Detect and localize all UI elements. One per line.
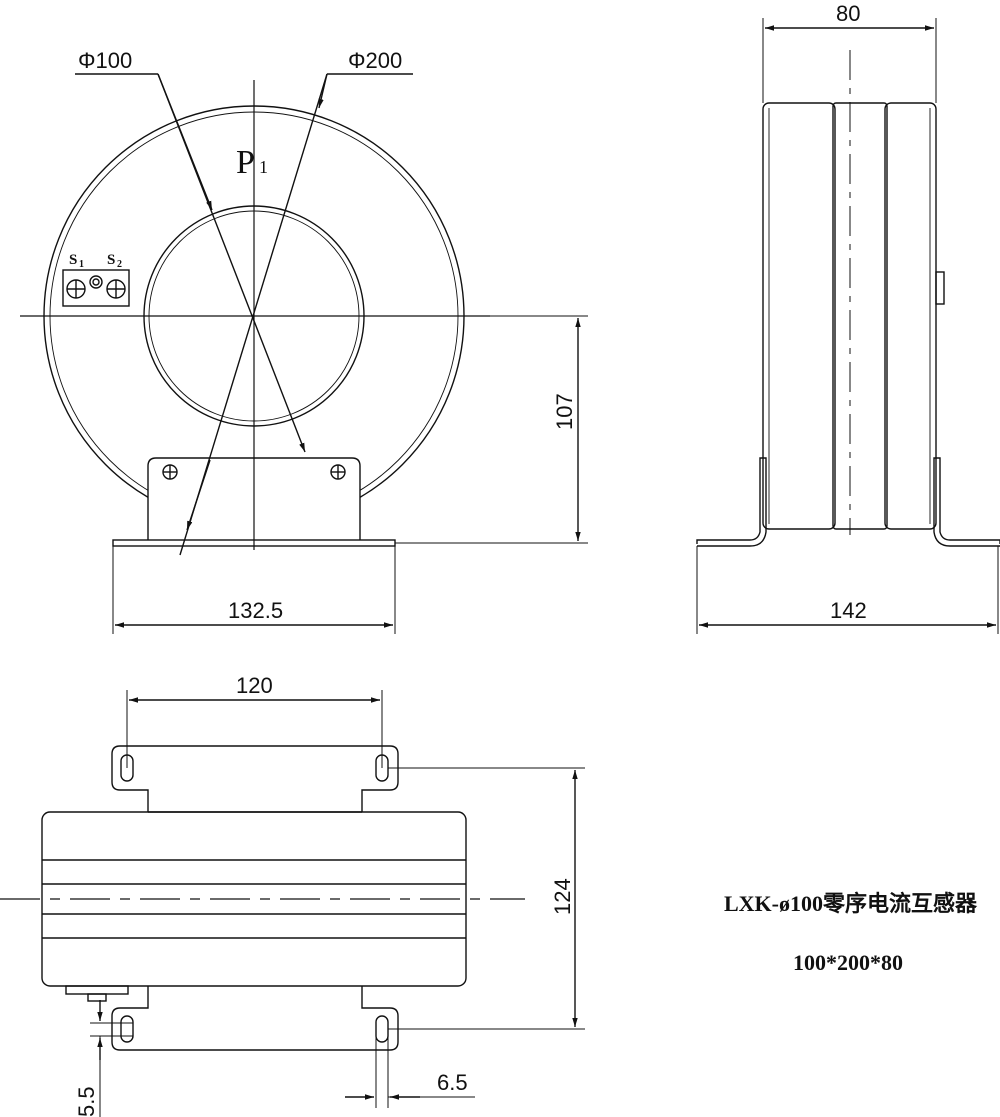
slot-width-label: 5.5 [74,1086,99,1117]
caption: LXK-ø100零序电流互感器 100*200*80 [724,891,978,975]
bottom-slot-right [375,1015,389,1043]
size-caption: 100*200*80 [793,950,903,975]
terminal-s2-label: S [107,252,115,268]
height-label: 107 [552,393,577,430]
side-terminal [935,271,945,305]
bottom-bracket-plate [111,986,399,1051]
side-body-right [884,102,937,530]
front-view-labels: Φ100 Φ200 P 1 S 1 S 2 107 132.5 [69,48,577,623]
top-view [0,690,585,1117]
side-body-left [762,102,836,530]
terminal-s2-sub: 2 [117,259,122,270]
side-bracket [696,457,767,547]
primary-label: P [236,144,255,181]
terminal-s1-label: S [69,252,77,268]
side-base-width-label: 142 [830,598,867,623]
slot-length-label: 6.5 [437,1070,468,1095]
top-view-terminal [65,985,129,995]
side-thickness-label: 80 [836,1,860,26]
model-caption: LXK-ø100零序电流互感器 [724,891,978,916]
phi200-label: Φ200 [348,48,402,73]
side-body-center [832,102,888,530]
mount-length-label: 124 [550,878,575,915]
side-view [696,18,1000,634]
top-view-labels: 120 124 5.5 6.5 [74,673,575,1117]
primary-subscript: 1 [259,157,268,177]
terminal-center-icon [89,275,103,289]
front-view [20,73,588,634]
hole-spacing-label: 120 [236,673,273,698]
terminal-s1-sub: 1 [79,259,84,270]
side-view-labels: 80 142 [830,1,867,623]
phi100-label: Φ100 [78,48,132,73]
bottom-slot-left [120,1015,134,1043]
front-base-width-label: 132.5 [228,598,283,623]
top-bracket-plate [111,745,399,812]
